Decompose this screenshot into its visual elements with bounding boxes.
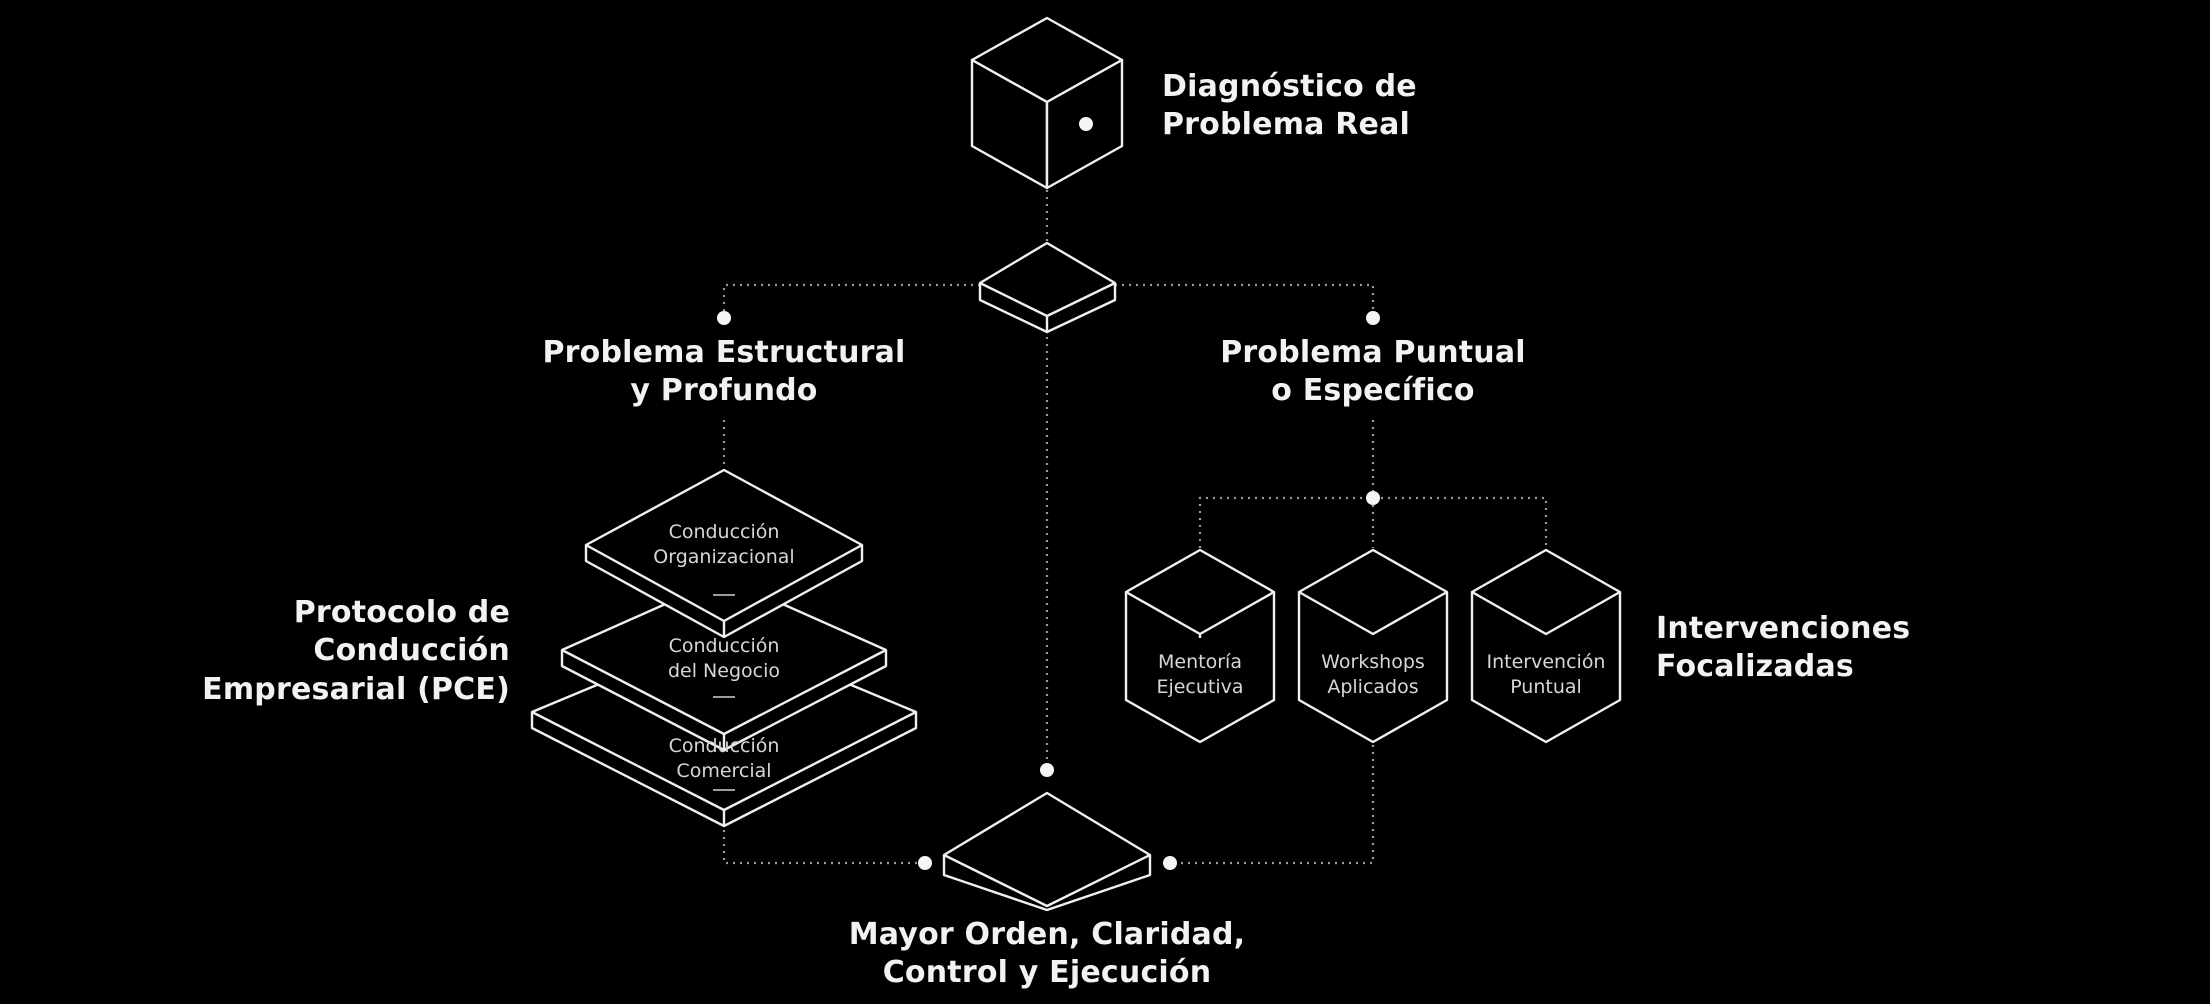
pce-layer-2-line-2: del Negocio <box>667 659 780 682</box>
right-branch-title: Problema Puntual o Específico <box>1193 334 1553 411</box>
left-branch-title-line-1: Problema Estructural <box>542 335 906 370</box>
right-branch-title-line-2: o Específico <box>1271 373 1475 409</box>
outcome-title: Mayor Orden, Claridad, Control y Ejecuci… <box>847 916 1247 993</box>
dot-center <box>1040 763 1054 777</box>
box-workshops-label: Workshops Aplicados <box>1303 650 1443 699</box>
pce-layer-1-line-1: Conducción <box>668 521 780 543</box>
left-branch-title-line-2: y Profundo <box>630 373 818 409</box>
root-title: Diagnóstico de Problema Real <box>1162 68 1417 145</box>
box-mentoria-label: Mentoría Ejecutiva <box>1130 650 1270 699</box>
pce-layer-2-line-1: Conducción <box>668 635 780 657</box>
outcome-title-line-2: Control y Ejecución <box>882 955 1212 991</box>
box-intervencion-line-1: Intervención <box>1486 651 1606 673</box>
outcome-slab-icon <box>942 791 1152 912</box>
dot-right-hub <box>1366 491 1380 505</box>
pce-layer-1-label: Conducción Organizacional <box>624 520 824 569</box>
left-branch-title: Problema Estructural y Profundo <box>524 334 924 411</box>
box-mentoria-line-2: Ejecutiva <box>1156 675 1244 698</box>
connector-split-to-left <box>722 283 980 318</box>
box-workshops-shape <box>1297 548 1449 744</box>
dot-left-branch <box>717 311 731 325</box>
pce-layer-3-line-1: Conducción <box>668 735 780 757</box>
pce-layer-2-label: Conducción del Negocio <box>624 634 824 683</box>
connector-boxes-to-outcome <box>1170 745 1375 865</box>
root-title-line-1: Diagnóstico de <box>1162 69 1417 104</box>
dot-right-branch <box>1366 311 1380 325</box>
pce-layer-1-shape <box>584 468 864 639</box>
dot-outcome-left <box>918 856 932 870</box>
outcome-title-line-1: Mayor Orden, Claridad, <box>848 917 1246 952</box>
pce-label-line-2: Conducción <box>313 633 510 669</box>
split-slab-icon <box>978 241 1117 334</box>
pce-label-line-3: Empresarial (PCE) <box>202 671 510 707</box>
connector-hub-to-boxes <box>1198 496 1548 548</box>
interventions-label-line-1: Intervenciones <box>1656 611 1911 646</box>
root-title-line-2: Problema Real <box>1162 107 1411 143</box>
pce-layer-1-line-2: Organizacional <box>653 545 795 568</box>
box-intervencion-label: Intervención Puntual <box>1471 650 1621 699</box>
interventions-group-label: Intervenciones Focalizadas <box>1656 610 1910 687</box>
box-intervencion-shape <box>1470 548 1622 744</box>
right-branch-title-line-1: Problema Puntual <box>1220 335 1526 370</box>
cube-icon <box>970 16 1124 190</box>
box-intervencion-line-2: Puntual <box>1510 675 1582 698</box>
box-workshops-line-2: Aplicados <box>1327 675 1419 698</box>
connector-split-to-right <box>1115 283 1375 318</box>
pce-dividers <box>713 594 735 791</box>
pce-label-line-1: Protocolo de <box>293 595 510 630</box>
pce-group-label: Protocolo de Conducción Empresarial (PCE… <box>160 594 510 709</box>
box-mentoria-shape <box>1124 548 1276 744</box>
box-mentoria-line-1: Mentoría <box>1158 651 1242 673</box>
interventions-label-line-2: Focalizadas <box>1656 649 1854 685</box>
pce-layer-2-shape <box>560 576 888 752</box>
connector-dots <box>717 311 1380 870</box>
pce-layer-3-line-2: Comercial <box>676 759 772 782</box>
dot-outcome-right <box>1163 856 1177 870</box>
pce-layer-3-label: Conducción Comercial <box>624 734 824 783</box>
box-workshops-line-1: Workshops <box>1321 651 1425 673</box>
